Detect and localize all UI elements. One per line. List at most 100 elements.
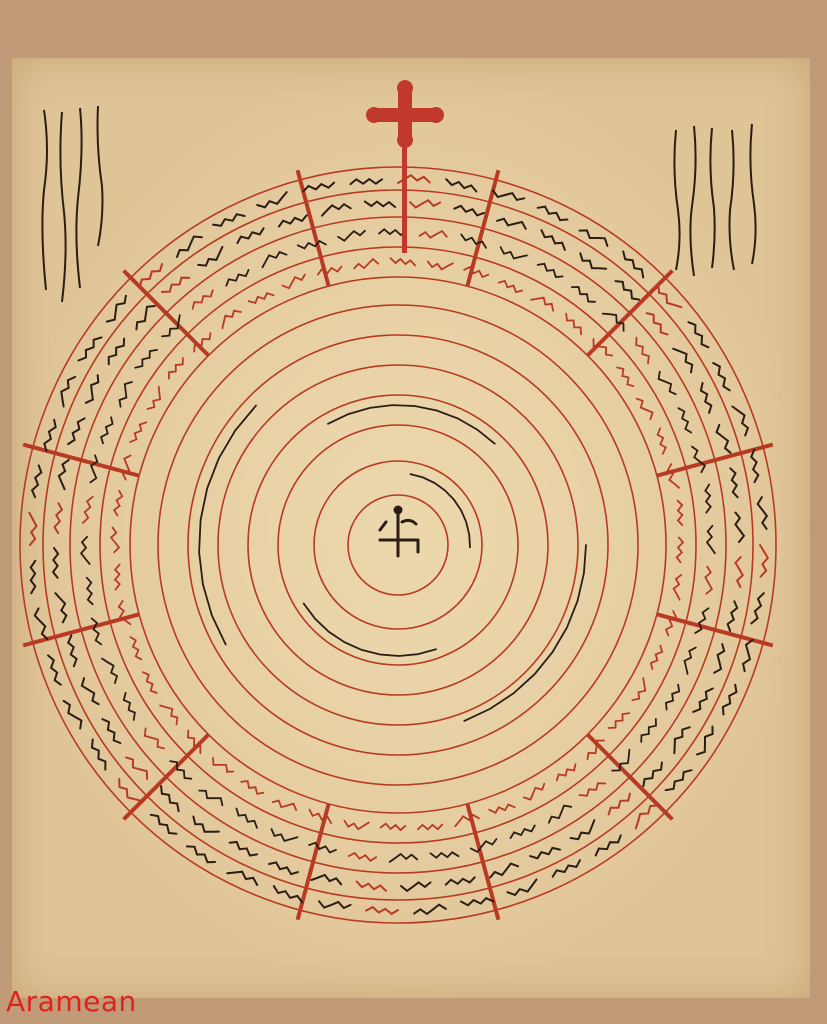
- script-stroke: [191, 289, 214, 310]
- script-stroke: [565, 312, 582, 336]
- script-stroke: [54, 592, 68, 624]
- script-stroke: [256, 191, 288, 209]
- sector-line: [295, 803, 331, 921]
- script-stroke: [296, 239, 327, 250]
- script-stroke: [226, 870, 259, 886]
- script-stroke: [161, 276, 191, 293]
- script-stroke: [634, 804, 660, 830]
- script-stroke: [657, 370, 677, 396]
- script-stroke: [506, 878, 538, 897]
- script-stroke: [185, 845, 216, 864]
- script-stroke: [51, 547, 60, 579]
- script-stroke: [100, 416, 114, 445]
- script-stroke: [193, 332, 212, 353]
- ring: [42, 189, 754, 901]
- script-stroke: [672, 573, 683, 601]
- script-stroke: [488, 803, 516, 814]
- script-stroke: [379, 822, 407, 832]
- script-stroke: [60, 375, 77, 408]
- script-stroke: [308, 841, 337, 854]
- script-stroke: [212, 756, 235, 773]
- script-stroke: [656, 427, 667, 455]
- script-stroke: [664, 610, 678, 637]
- script-stroke: [268, 861, 299, 876]
- script-stroke: [261, 250, 288, 269]
- marginal-note-left: [41, 105, 104, 303]
- script-stroke: [413, 903, 447, 916]
- script-stroke: [547, 804, 573, 824]
- script-stroke: [400, 881, 432, 893]
- script-stroke: [469, 838, 498, 854]
- script-stroke: [113, 563, 121, 591]
- script-stroke: [33, 607, 49, 640]
- marginal-note-right: [673, 123, 757, 277]
- script-stroke: [696, 725, 714, 756]
- script-stroke: [117, 600, 132, 626]
- script-stroke: [453, 204, 485, 217]
- script-stroke: [616, 366, 635, 388]
- script-stroke: [496, 217, 527, 230]
- script-stroke: [454, 813, 480, 828]
- ring: [157, 304, 639, 786]
- script-stroke: [53, 502, 64, 535]
- script-stroke: [640, 718, 657, 743]
- script-stroke: [571, 286, 596, 303]
- ring: [247, 394, 549, 696]
- script-stroke: [645, 312, 669, 336]
- script-stroke: [142, 671, 158, 694]
- script-stroke: [388, 852, 419, 863]
- script-stroke: [463, 265, 490, 279]
- sector-line: [122, 733, 210, 821]
- script-stroke: [705, 524, 716, 555]
- inner-inscription: [327, 404, 496, 445]
- script-stroke: [715, 423, 732, 454]
- script-stroke: [677, 407, 692, 434]
- script-stroke: [337, 229, 366, 242]
- script-stroke: [592, 338, 614, 357]
- page-aging: [12, 58, 810, 998]
- script-stroke: [107, 337, 126, 366]
- script-stroke: [734, 511, 746, 543]
- script-stroke: [509, 824, 536, 839]
- script-stroke: [186, 729, 202, 755]
- script-stroke: [167, 357, 184, 380]
- script-stroke: [649, 644, 664, 670]
- script-stroke: [726, 600, 739, 632]
- script-stroke: [734, 556, 744, 588]
- ring: [19, 166, 777, 924]
- ring: [99, 246, 697, 844]
- script-stroke: [444, 876, 476, 886]
- script-stroke: [343, 819, 370, 831]
- script-stroke: [586, 739, 605, 761]
- script-stroke: [112, 489, 124, 517]
- inner-inscription: [463, 544, 587, 722]
- script-stroke: [759, 544, 770, 578]
- script-stroke: [317, 265, 343, 276]
- sector-line: [22, 442, 140, 478]
- script-stroke: [225, 269, 250, 287]
- script-stroke: [318, 900, 352, 910]
- inner-inscription: [302, 602, 437, 657]
- script-stroke: [363, 200, 397, 208]
- ring: [69, 216, 727, 874]
- script-stroke: [198, 789, 224, 807]
- script-stroke: [607, 792, 631, 816]
- script-stroke: [665, 683, 681, 711]
- sector-line: [295, 169, 331, 287]
- script-stroke: [122, 692, 136, 721]
- script-stroke: [731, 405, 750, 437]
- script-stroke: [499, 246, 528, 260]
- script-stroke: [741, 639, 754, 673]
- script-stroke: [90, 617, 103, 646]
- script-stroke: [551, 859, 581, 878]
- script-stroke: [212, 213, 246, 227]
- script-stroke: [631, 677, 647, 701]
- script-stroke: [536, 262, 564, 278]
- script-stroke: [146, 385, 162, 410]
- script-stroke: [704, 565, 714, 595]
- script-stroke: [418, 229, 448, 239]
- script-stroke: [664, 769, 693, 792]
- script-stroke: [57, 458, 70, 491]
- script-stroke: [80, 677, 100, 706]
